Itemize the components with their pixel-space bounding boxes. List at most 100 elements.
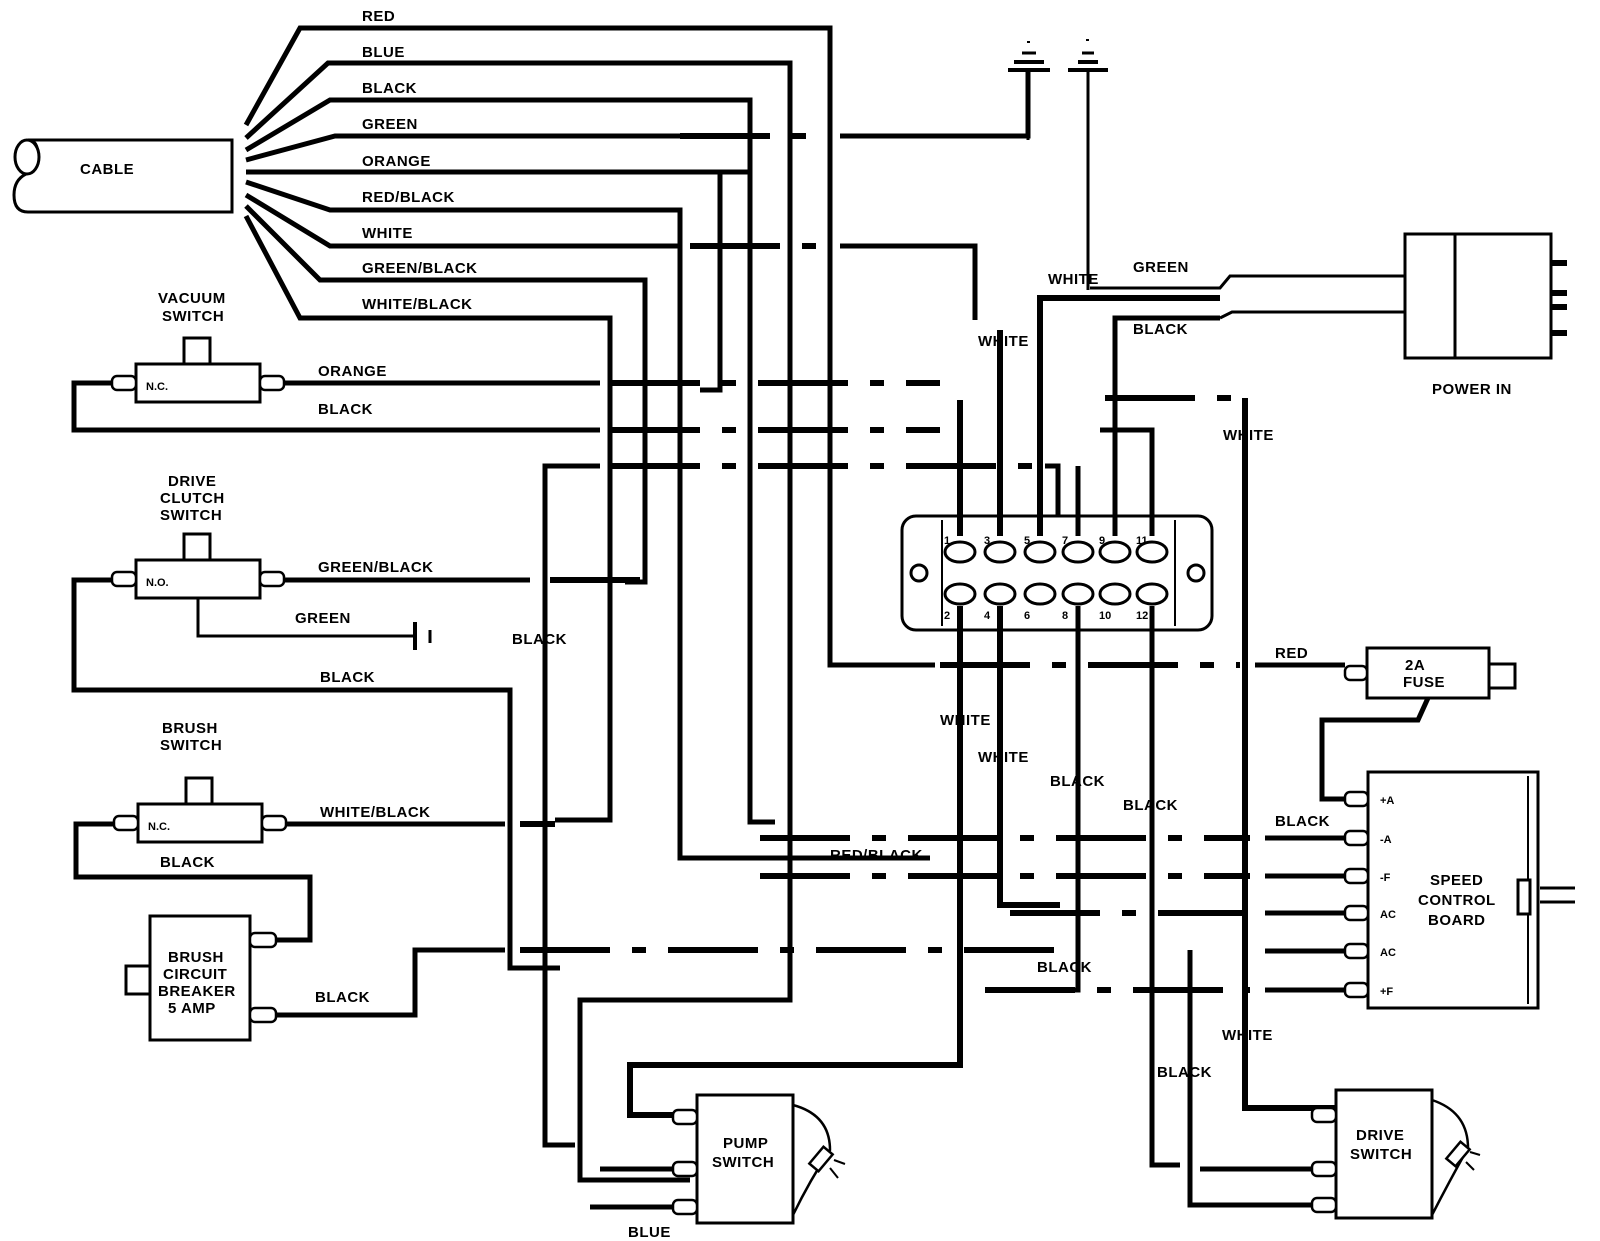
speed-board-label-2: CONTROL: [1418, 892, 1496, 909]
speed-board-terminal: [1343, 829, 1370, 847]
connector-pin: [943, 540, 977, 564]
drive-clutch-green-label: GREEN: [295, 610, 351, 627]
connector-pin-number: 7: [1062, 535, 1068, 547]
speed-board-label-1: SPEED: [1430, 872, 1483, 889]
drive-clutch-label-1: DRIVE: [168, 473, 216, 490]
breaker-label-3: BREAKER: [158, 983, 236, 1000]
drive-switch: DRIVE SWITCH WHITE BLACK: [1157, 950, 1481, 1220]
wire-label-blue: BLUE: [362, 44, 405, 61]
speed-board-terminal: [1343, 942, 1370, 960]
connector-pin: [1098, 582, 1132, 606]
wire-label-black: BLACK: [362, 80, 417, 97]
vacuum-switch-label-2: SWITCH: [162, 308, 224, 325]
vacuum-switch-contact: N.C.: [146, 381, 168, 393]
speed-board-terminal: [1343, 904, 1370, 922]
brush-switch: BRUSH SWITCH N.C. WHITE/BLACK BLACK: [73, 720, 555, 943]
red-black-label: RED/BLACK: [830, 847, 923, 864]
speed-control-board: SPEED CONTROL BOARD +A -A -F AC AC +F BLACK: [760, 770, 1575, 1010]
cable-wires: [243, 25, 1031, 1183]
black-speed-label: BLACK: [1275, 813, 1330, 830]
breaker-label-1: BRUSH: [168, 949, 224, 966]
cable: CABLE: [12, 138, 234, 214]
connector-pin: [983, 582, 1017, 606]
black-label-1: BLACK: [1050, 773, 1105, 790]
connector-pin-number: 6: [1024, 610, 1030, 622]
white-lower-label-1: WHITE: [940, 712, 991, 729]
cable-label: CABLE: [80, 161, 134, 178]
vacuum-orange-label: ORANGE: [318, 363, 387, 380]
fuse-2a: RED 2A FUSE: [940, 645, 1517, 802]
red-label: RED: [1275, 645, 1308, 662]
breaker-label-2: CIRCUIT: [163, 966, 227, 983]
connector-pin: [1061, 540, 1095, 564]
vacuum-switch: VACUUM SWITCH N.C. ORANGE BLACK: [71, 290, 940, 433]
wire-label-white: WHITE: [362, 225, 413, 242]
speed-board-label-3: BOARD: [1428, 912, 1486, 929]
vacuum-switch-label-1: VACUUM: [158, 290, 226, 307]
drive-black-label: BLACK: [1157, 1064, 1212, 1081]
white-lower-label-2: WHITE: [978, 749, 1029, 766]
pump-blue-label: BLUE: [628, 1224, 671, 1241]
wire-label-orange: ORANGE: [362, 153, 431, 170]
drive-clutch-contact: N.O.: [146, 577, 169, 589]
drive-clutch-label-3: SWITCH: [160, 507, 222, 524]
speed-board-terminal-label: AC: [1380, 947, 1396, 959]
speed-board-terminal-label: +A: [1380, 795, 1394, 807]
black-bottom-label: BLACK: [1037, 959, 1092, 976]
speed-board-terminal-label: -F: [1380, 872, 1391, 884]
vacuum-black-label: BLACK: [318, 401, 373, 418]
drive-white-label: WHITE: [1222, 1027, 1273, 1044]
connector-pin-number: 12: [1136, 610, 1148, 622]
white-upper-label: WHITE: [978, 333, 1029, 350]
wire-label-green-black: GREEN/BLACK: [362, 260, 478, 277]
wire-label-green: GREEN: [362, 116, 418, 133]
speed-board-terminal-label: +F: [1380, 986, 1393, 998]
connector-pin: [1061, 582, 1095, 606]
connector-pin: [1098, 540, 1132, 564]
connector-pin: [1135, 540, 1169, 564]
connector-pin-number: 9: [1099, 535, 1105, 547]
speed-board-terminal-label: AC: [1380, 909, 1396, 921]
power-white-label: WHITE: [1048, 271, 1099, 288]
wire-label-red-black: RED/BLACK: [362, 189, 455, 206]
brush-white-black-label: WHITE/BLACK: [320, 804, 431, 821]
breaker-label-4: 5 AMP: [168, 1000, 216, 1017]
power-in-label: POWER IN: [1432, 381, 1512, 398]
ground-symbol-2: [1068, 39, 1108, 290]
connector-pin: [1023, 540, 1057, 564]
connector-pin-number: 4: [984, 610, 991, 622]
connector-pin-number: 3: [984, 535, 990, 547]
breaker-black-label: BLACK: [315, 989, 370, 1006]
brush-switch-label-2: SWITCH: [160, 737, 222, 754]
connector-pin-number: 2: [944, 610, 950, 622]
connector-pin-number: 8: [1062, 610, 1068, 622]
drive-clutch-label-2: CLUTCH: [160, 490, 225, 507]
fuse-label-2: FUSE: [1403, 674, 1445, 691]
pump-switch-label-2: SWITCH: [712, 1154, 774, 1171]
connector-pin: [983, 540, 1017, 564]
speed-board-terminal: [1343, 790, 1370, 808]
connector-pin: [1135, 582, 1169, 606]
black-vertical-label: BLACK: [512, 631, 567, 648]
drive-clutch-green-black-label: GREEN/BLACK: [318, 559, 434, 576]
connector-12pin: 1 3 5 7 9 11 2 4 6 8 10 12: [900, 514, 1214, 632]
brush-black-label: BLACK: [160, 854, 215, 871]
speed-board-terminal: [1343, 981, 1370, 999]
speed-board-terminal-label: -A: [1380, 834, 1392, 846]
fuse-label-1: 2A: [1405, 657, 1425, 674]
white-right-label: WHITE: [1223, 427, 1274, 444]
drive-clutch-switch: DRIVE CLUTCH SWITCH N.O. GREEN/BLACK GRE…: [71, 473, 645, 971]
speed-board-terminal: [1343, 867, 1370, 885]
connector-pin: [943, 582, 977, 606]
pump-switch-label-1: PUMP: [723, 1135, 768, 1152]
connector-pin: [1023, 582, 1057, 606]
drive-switch-label-1: DRIVE: [1356, 1127, 1404, 1144]
power-green-label: GREEN: [1133, 259, 1189, 276]
connector-pin-number: 1: [944, 535, 950, 547]
connector-pin-number: 11: [1136, 535, 1148, 547]
connector-pin-number: 10: [1099, 610, 1111, 622]
power-in-plug: POWER IN WHITE GREEN BLACK: [1048, 232, 1567, 398]
ground-symbol-1: [1008, 41, 1050, 140]
connector-pin-number: 5: [1024, 535, 1030, 547]
